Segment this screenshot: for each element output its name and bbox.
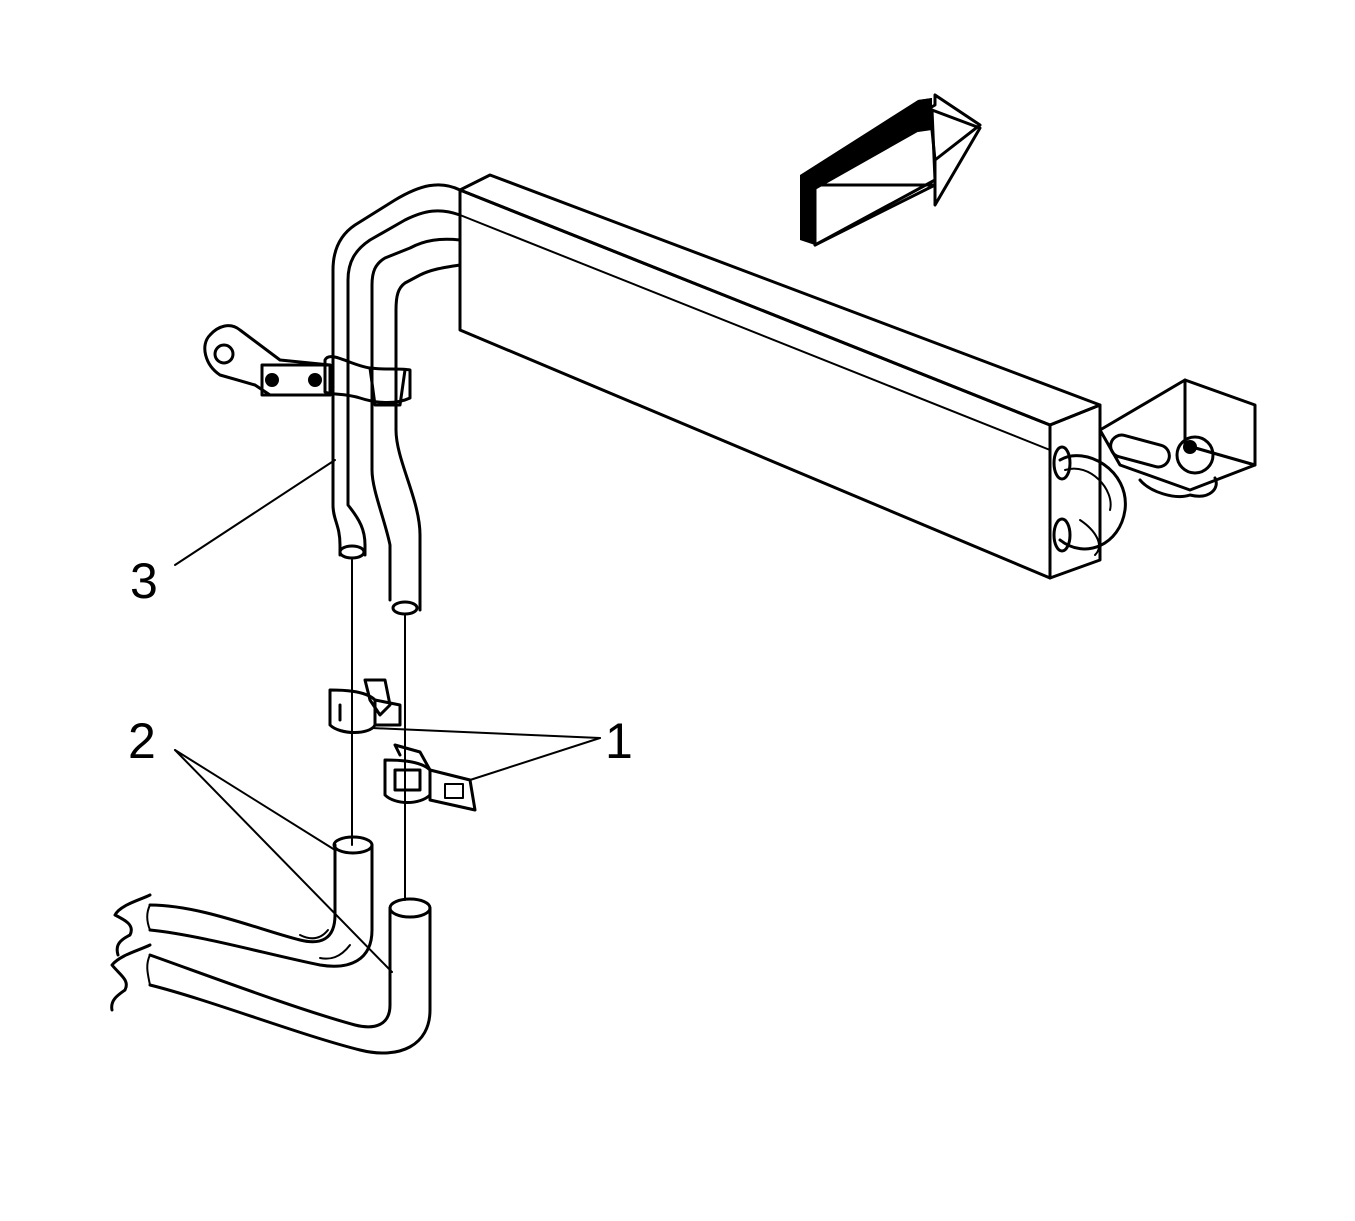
- callout-leader-lines: [174, 459, 601, 973]
- direction-arrow: [800, 93, 982, 247]
- assembly-guide-lines: [351, 559, 406, 901]
- callout-3: 3: [130, 553, 158, 609]
- retainer-clips: [328, 678, 477, 812]
- oil-cooler: [458, 173, 1102, 580]
- lower-hoses: [110, 835, 432, 1055]
- callout-1: 1: [605, 713, 633, 769]
- upper-cooler-tubes: [331, 183, 462, 616]
- mounting-bracket-right: [1098, 378, 1257, 498]
- tube-bracket-left: [203, 324, 412, 407]
- cooler-end-fittings: [1052, 445, 1127, 556]
- callout-2: 2: [128, 713, 156, 769]
